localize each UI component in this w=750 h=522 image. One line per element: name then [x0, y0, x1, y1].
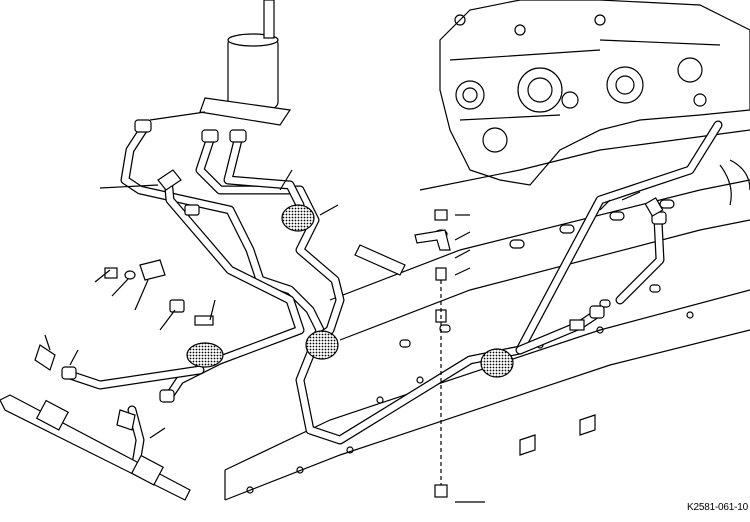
- lower-pipe: [0, 394, 191, 501]
- chassis-frame: [224, 129, 750, 501]
- leader-lines: [44, 111, 641, 503]
- fittings: [34, 119, 667, 498]
- figure-code-label: K2581-061-10: [687, 502, 748, 513]
- fuel-filter: [199, 0, 292, 126]
- hose-sleeves: [186, 204, 514, 378]
- fuel-hoses: [65, 120, 723, 475]
- engine-block: [439, 0, 750, 206]
